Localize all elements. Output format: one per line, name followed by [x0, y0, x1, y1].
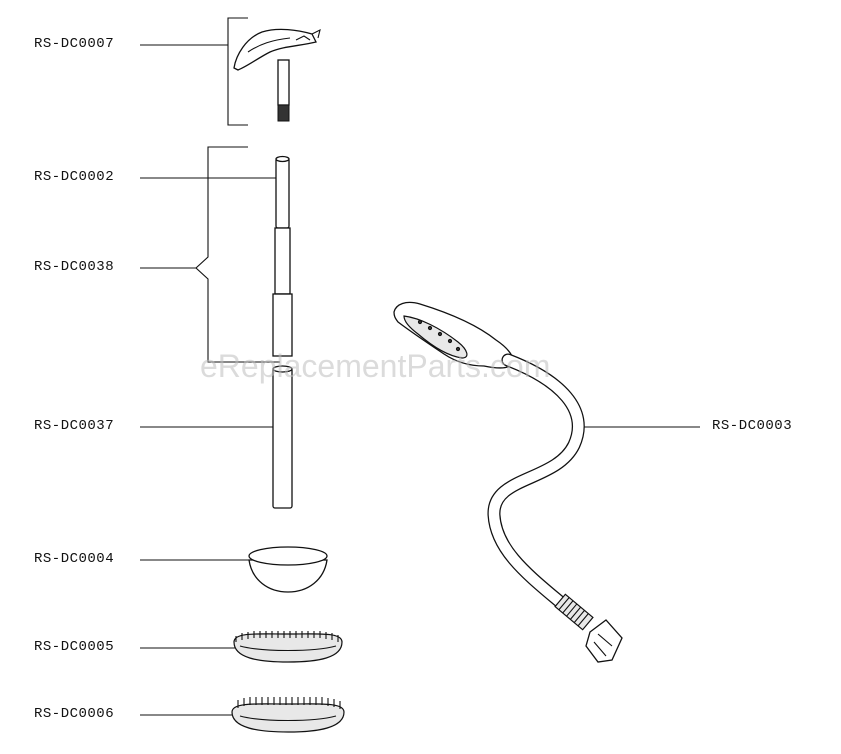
label-rs-dc0003: RS-DC0003	[712, 418, 793, 434]
part-rs-dc0007-drawing	[233, 28, 321, 122]
leader-lines	[140, 17, 700, 716]
part-rs-dc0037-drawing	[272, 365, 293, 509]
label-rs-dc0002: RS-DC0002	[34, 169, 115, 185]
label-rs-dc0005: RS-DC0005	[34, 639, 115, 655]
label-rs-dc0037: RS-DC0037	[34, 418, 115, 434]
part-rs-dc0005-drawing	[233, 631, 343, 663]
part-rs-dc0003-drawing	[393, 301, 623, 663]
part-rs-dc0002-drawing	[275, 155, 290, 229]
part-rs-dc0004-drawing	[248, 546, 328, 593]
label-rs-dc0006: RS-DC0006	[34, 706, 115, 722]
part-rs-dc0006-drawing	[231, 697, 345, 733]
label-rs-dc0038: RS-DC0038	[34, 259, 115, 275]
part-rs-dc0038-drawing	[272, 227, 293, 357]
label-rs-dc0004: RS-DC0004	[34, 551, 115, 567]
watermark-text: eReplacementParts.com	[200, 348, 551, 384]
label-rs-dc0007: RS-DC0007	[34, 36, 115, 52]
